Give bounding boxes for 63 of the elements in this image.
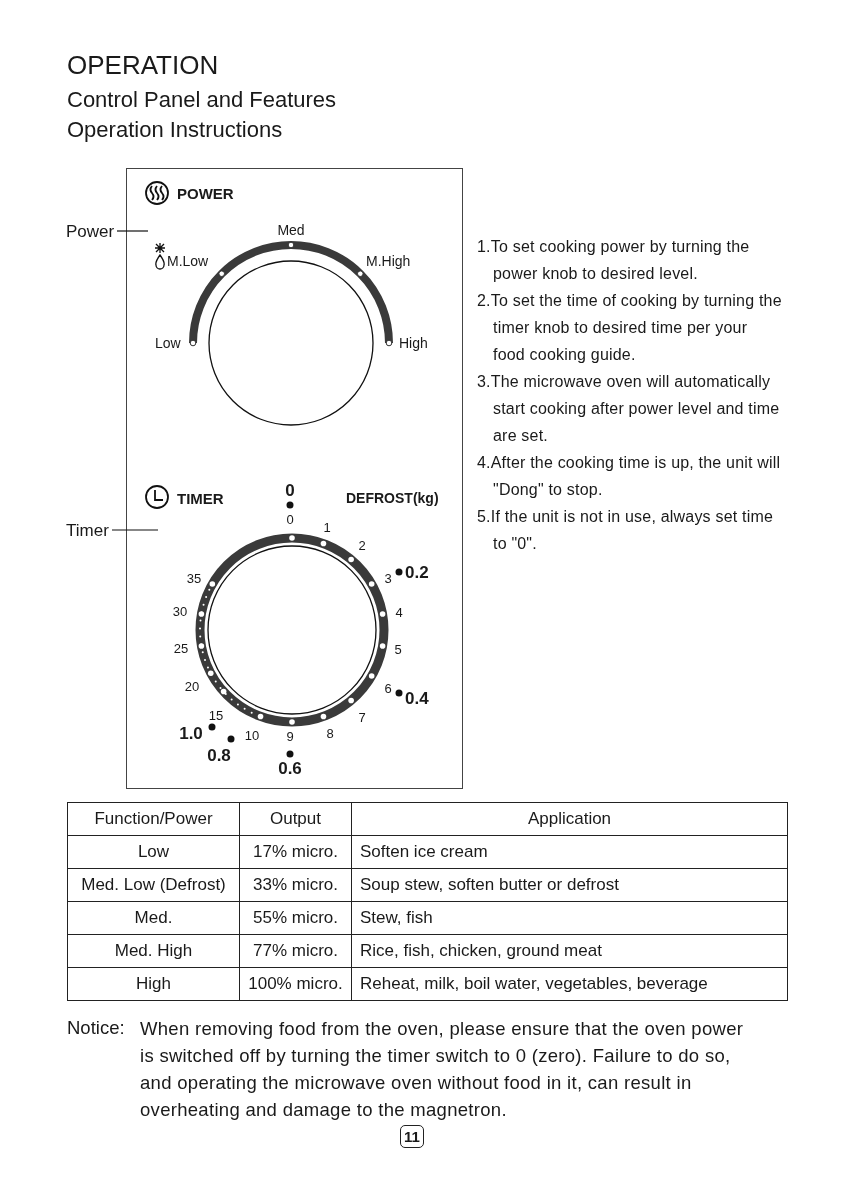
table-cell: Rice, fish, chicken, ground meat [351,934,788,968]
timer-scale-number: 10 [244,728,260,742]
instruction-step: 3.The microwave oven will automatically start cooking after power level and time are set. [477,368,783,449]
table-cell: 33% micro. [239,868,352,902]
timer-scale-number: 9 [286,729,294,743]
timer-scale-number: 1 [323,520,331,534]
timer-scale-number: 7 [358,710,366,724]
instruction-step: 2.To set the time of cooking by turning the timer knob to desired time per your food cooking guide. [477,287,783,368]
subheading: Control Panel and Features [67,89,337,111]
notice-text: When removing food from the oven, please ensure that the oven power is switched off by turning the timer switch to 0 (zero). Failure to do so, and operating the microwave oven without food in it, can result in overheating and damage to the magnetron. [140,1017,745,1122]
timer-scale-number: 3 [384,571,392,585]
instruction-step: 1.To set cooking power by turning the power knob to desired level. [477,233,783,287]
panel-heading: POWER [177,185,234,201]
page-number: 11 [400,1125,424,1148]
timer-scale-number: 6 [384,681,392,695]
dial-label: Low [155,336,181,350]
subheading: Operation Instructions [67,119,283,141]
table-cell: Reheat, milk, boil water, vegetables, beverage [351,967,788,1001]
leader-line [111,529,159,531]
timer-scale-number: 0 [285,481,295,499]
defrost-weight-label: 0.4 [405,689,429,707]
table-cell: Soften ice cream [351,835,788,869]
table-cell: 55% micro. [239,901,352,935]
timer-scale-number: 30 [172,604,188,618]
table-cell: Stew, fish [351,901,788,935]
notice-label: Notice: [67,1018,125,1038]
table-cell: 77% micro. [239,934,352,968]
timer-scale-number: 2 [358,538,366,552]
timer-scale-number: 8 [326,726,334,740]
table-cell: Low [67,835,240,869]
timer-scale-number: 35 [186,571,202,585]
callout-label: Timer [66,521,109,539]
dial-label: Med [277,223,305,237]
page-heading: OPERATION [67,52,219,78]
table-header-cell: Output [239,802,352,836]
defrost-weight-label: 0.8 [207,746,231,764]
panel-heading: DEFROST(kg) [346,491,439,505]
table-cell: High [67,967,240,1001]
dial-label: High [399,336,428,350]
instruction-step: 4.After the cooking time is up, the unit will "Dong" to stop. [477,449,783,503]
timer-scale-number: 25 [173,641,189,655]
dial-label: M.Low [167,254,209,268]
table-cell: Med. Low (Defrost) [67,868,240,902]
defrost-weight-label: 0.2 [405,563,429,581]
instruction-step: 5.If the unit is not in use, always set time to "0". [477,503,783,557]
table-cell: Med. [67,901,240,935]
table-cell: Med. High [67,934,240,968]
table-header-cell: Function/Power [67,802,240,836]
dial-label: M.High [366,254,411,268]
table-cell: Soup stew, soften butter or defrost [351,868,788,902]
defrost-weight-label: 1.0 [179,724,203,742]
callout-label: Power [66,222,115,240]
panel-heading: TIMER [177,490,224,506]
timer-scale-number: 20 [184,679,200,693]
timer-scale-number: 4 [395,605,403,619]
defrost-weight-label: 0.6 [278,759,302,777]
table-cell: 100% micro. [239,967,352,1001]
table-header-cell: Application [351,802,788,836]
timer-scale-number: 0 [286,512,294,526]
table-cell: 17% micro. [239,835,352,869]
timer-scale-number: 5 [394,642,402,656]
leader-line [116,230,149,232]
timer-scale-number: 15 [208,708,224,722]
